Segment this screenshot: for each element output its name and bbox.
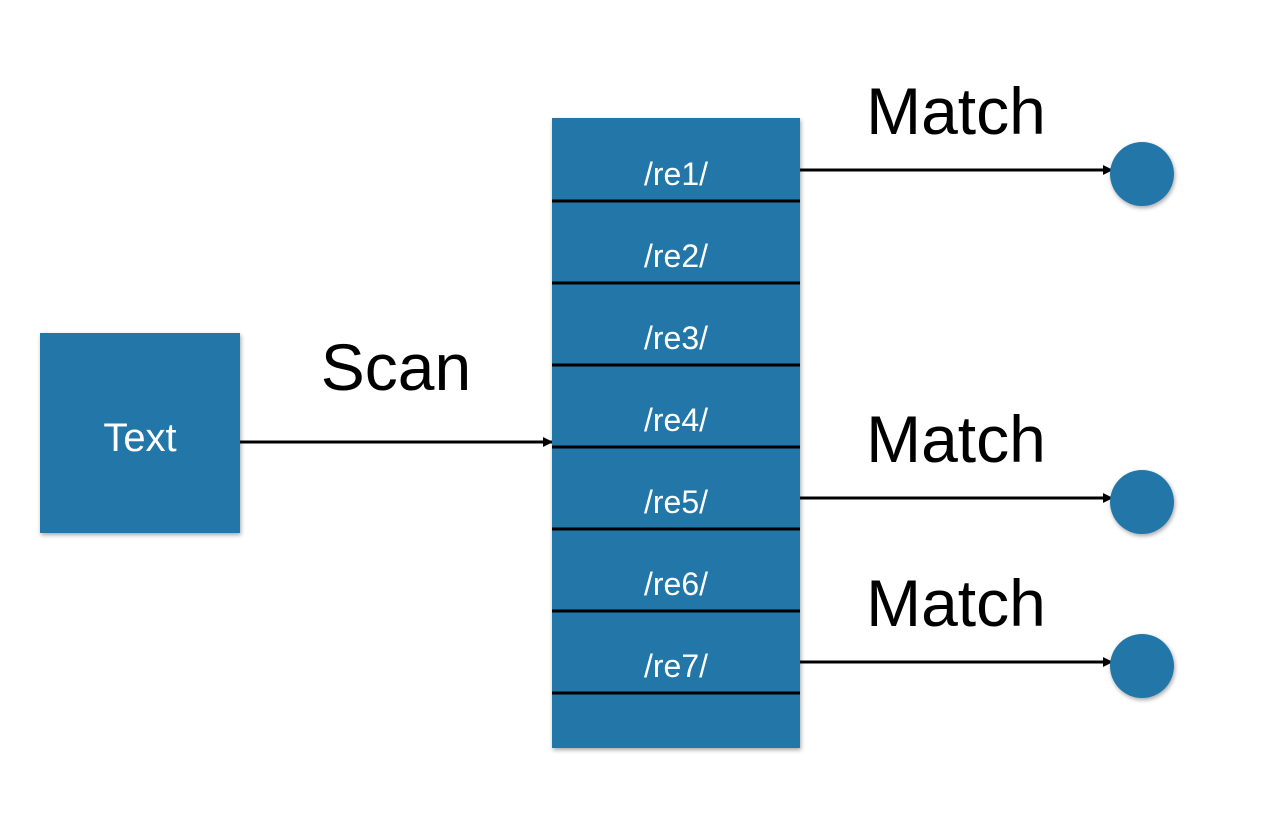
- match-node: [1110, 470, 1174, 534]
- scan-label: Scan: [321, 330, 471, 404]
- regex-label: /re4/: [644, 402, 708, 438]
- regex-label: /re7/: [644, 648, 708, 684]
- match-node: [1110, 634, 1174, 698]
- match-result: Match: [800, 74, 1174, 206]
- match-label: Match: [866, 566, 1046, 640]
- match-result: Match: [800, 566, 1174, 698]
- regex-rows: /re1/ /re2/ /re3/ /re4/ /re5/ /re6/ /re7/: [552, 156, 800, 695]
- scan-arrow: Scan: [240, 330, 553, 447]
- regex-label: /re1/: [644, 156, 708, 192]
- text-box: Text: [40, 333, 240, 533]
- regex-label: /re3/: [644, 320, 708, 356]
- regex-list-background: [552, 118, 800, 748]
- match-label: Match: [866, 402, 1046, 476]
- regex-label: /re5/: [644, 484, 708, 520]
- match-label: Match: [866, 74, 1046, 148]
- regex-label: /re6/: [644, 566, 708, 602]
- match-node: [1110, 142, 1174, 206]
- regex-label: /re2/: [644, 238, 708, 274]
- regex-list: /re1/ /re2/ /re3/ /re4/ /re5/ /re6/ /re7/: [552, 118, 800, 748]
- text-box-rect: [40, 333, 240, 533]
- match-result: Match: [800, 402, 1174, 534]
- text-box-label: Text: [103, 416, 176, 460]
